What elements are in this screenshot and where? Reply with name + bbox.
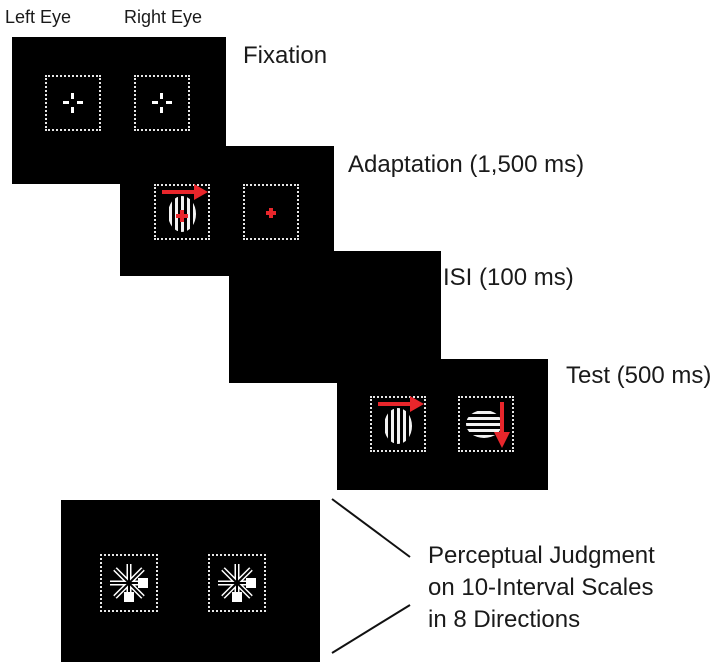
right-eye-label: Right Eye <box>124 7 203 27</box>
stage-label-fixation: Fixation <box>243 42 328 69</box>
fixation-cross-icon <box>152 93 172 113</box>
arrow-right-icon <box>162 184 208 200</box>
right-eye-frame <box>243 184 299 240</box>
judgment-line-3: in 8 Directions <box>428 606 581 633</box>
stage-label-adaptation: Adaptation (1,500 ms) <box>348 151 585 178</box>
arrow-down-icon <box>494 402 510 448</box>
eight-direction-scale-icon <box>110 564 148 602</box>
vertical-grating-icon <box>384 408 412 444</box>
judgment-panel <box>61 500 320 662</box>
fixation-panel <box>12 37 226 184</box>
horizontal-grating-icon <box>466 410 502 438</box>
right-eye-frame <box>134 75 190 131</box>
vertical-grating-icon <box>168 196 196 232</box>
left-eye-frame <box>100 554 158 612</box>
left-eye-label: Left Eye <box>5 7 72 27</box>
stage-label-test: Test (500 ms) <box>566 362 712 389</box>
left-eye-frame <box>370 396 426 452</box>
fixation-cross-icon <box>63 93 83 113</box>
judgment-line-1: Perceptual Judgment <box>428 542 655 569</box>
right-eye-frame <box>208 554 266 612</box>
test-panel <box>337 359 548 490</box>
callout-lines <box>331 498 411 654</box>
stage-label-isi: ISI (100 ms) <box>443 264 574 291</box>
right-eye-frame <box>458 396 514 452</box>
arrow-right-icon <box>378 396 424 412</box>
left-eye-frame <box>154 184 210 240</box>
left-eye-frame <box>45 75 101 131</box>
adaptation-cross-icon <box>266 208 276 218</box>
eight-direction-scale-icon <box>218 564 256 602</box>
judgment-line-2: on 10-Interval Scales <box>428 574 654 601</box>
